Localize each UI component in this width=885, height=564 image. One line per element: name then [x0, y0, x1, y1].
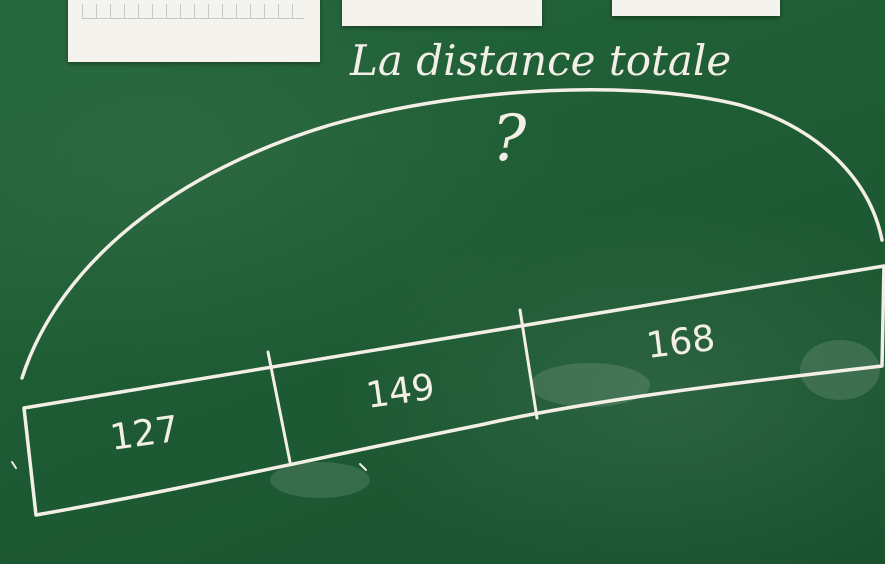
paper-grid — [82, 4, 304, 19]
bar-model-outline — [22, 264, 885, 517]
pinned-paper-right — [612, 0, 780, 16]
pinned-paper-middle — [342, 0, 542, 26]
segment-value-3: 168 — [644, 318, 717, 367]
eraser-smudge — [530, 363, 650, 407]
unknown-question-mark: ? — [492, 102, 527, 176]
segment-divider-1 — [266, 350, 292, 464]
total-distance-arc — [20, 88, 884, 380]
segment-divider-2 — [518, 308, 539, 420]
eraser-smudge — [270, 462, 370, 498]
segment-value-1: 127 — [108, 409, 182, 459]
pinned-paper-left — [68, 0, 320, 62]
caption-total-distance: La distance totale — [349, 36, 731, 85]
chalk-tick — [11, 461, 17, 469]
segment-value-2: 149 — [364, 367, 438, 417]
chalk-tick — [359, 463, 367, 471]
